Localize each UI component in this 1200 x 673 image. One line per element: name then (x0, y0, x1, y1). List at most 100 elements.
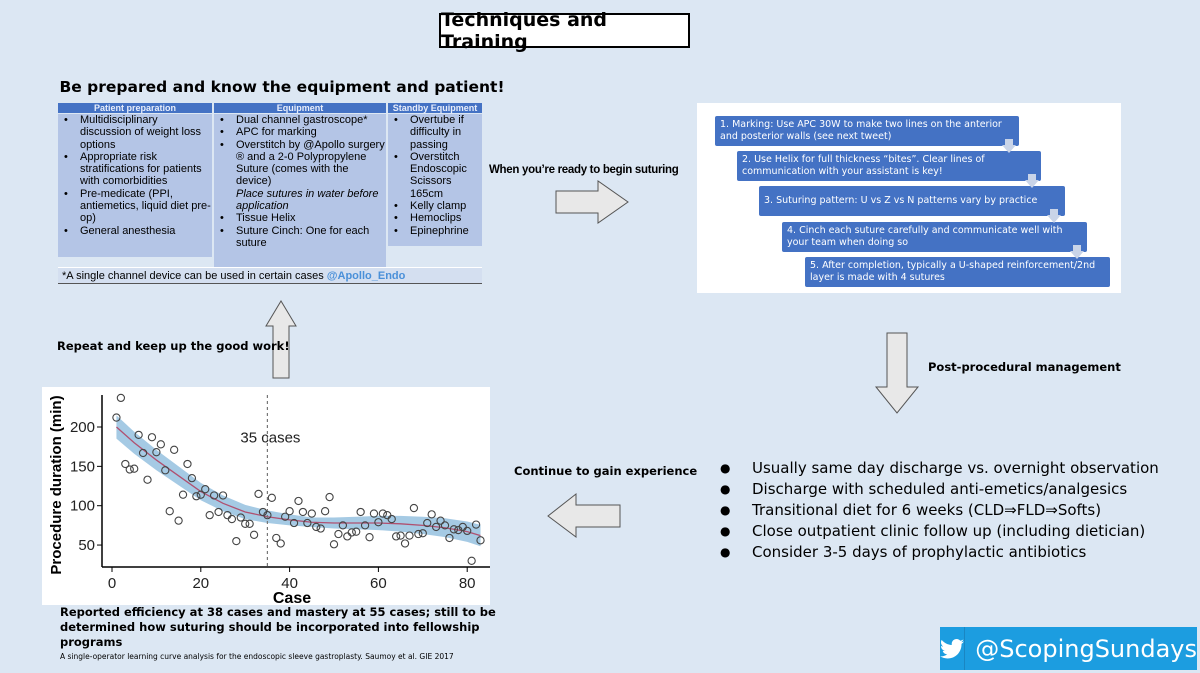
list-item: Kelly clamp (388, 200, 482, 213)
suturing-steps: 1. Marking: Use APC 30W to make two line… (697, 103, 1121, 293)
twitter-banner[interactable]: @ScopingSundays (940, 627, 1197, 670)
step-arrow-icon (1002, 139, 1016, 153)
data-point (147, 433, 157, 442)
data-point (374, 518, 383, 527)
data-point (427, 510, 436, 519)
data-point (467, 556, 476, 565)
data-point (285, 507, 294, 516)
list-item: Tissue Helix (214, 212, 386, 225)
data-point (130, 464, 139, 473)
data-point (423, 518, 432, 528)
list-item: Suture Cinch: One for each suture (214, 225, 386, 250)
data-point (369, 509, 379, 518)
y-tick-label: 150 (70, 458, 95, 475)
list-item: Transitional diet for 6 weeks (CLD⇒FLD⇒S… (720, 500, 1159, 521)
list-item: APC for marking (214, 126, 386, 139)
data-point (267, 493, 276, 502)
data-point (138, 448, 148, 458)
data-point (272, 533, 281, 543)
col-equipment: Dual channel gastroscope* APC for markin… (214, 114, 386, 267)
equipment-note: Place sutures in water before applicatio… (236, 187, 379, 213)
data-point (409, 503, 419, 513)
data-point (232, 536, 241, 546)
slide-title: Techniques and Training (439, 9, 690, 53)
data-point (276, 539, 285, 548)
data-point (281, 512, 290, 521)
step-3: 3. Suturing pattern: U vs Z vs N pattern… (759, 186, 1065, 216)
arrow-left-icon (547, 492, 621, 538)
data-point (152, 448, 161, 457)
list-item: General anesthesia (58, 225, 212, 238)
data-point (431, 522, 441, 532)
arrow-right-icon (555, 180, 629, 224)
post-procedure-list: Usually same day discharge vs. overnight… (720, 458, 1159, 563)
data-point (316, 524, 325, 533)
data-point (196, 490, 205, 499)
step-1: 1. Marking: Use APC 30W to make two line… (715, 116, 1019, 146)
data-point (241, 519, 250, 528)
twitter-bird-icon (940, 627, 966, 670)
list-item: Consider 3-5 days of prophylactic antibi… (720, 542, 1159, 563)
data-point (116, 393, 126, 403)
citation: A single-operator learning curve analysi… (60, 652, 454, 661)
list-item: Hemoclips (388, 212, 482, 225)
data-point (463, 526, 472, 536)
step-5: 5. After completion, typically a U-shape… (805, 257, 1110, 287)
data-point (347, 528, 356, 537)
list-item: Pre-medicate (PPI, antiemetics, liquid d… (58, 188, 212, 225)
data-point (303, 518, 312, 528)
apollo-handle-link[interactable]: @Apollo_Endo (326, 270, 406, 282)
data-point (471, 520, 481, 529)
col-header-patient: Patient preparation (58, 103, 212, 113)
step-2: 2. Use Helix for full thickness “bites”.… (737, 151, 1041, 181)
data-point (325, 492, 334, 502)
data-point (121, 459, 130, 469)
list-item: Overtube if difficulty in passing (388, 114, 482, 151)
data-point (218, 491, 228, 500)
data-point (356, 507, 365, 517)
x-axis-label: Case (273, 590, 311, 605)
data-point (289, 518, 299, 528)
label-repeat: Repeat and keep up the good work! (57, 339, 290, 353)
data-point (209, 491, 219, 500)
col-header-standby: Standby Equipment (388, 103, 482, 113)
col-header-equipment: Equipment (214, 103, 386, 113)
data-point (307, 509, 316, 518)
x-tick-label: 60 (370, 575, 387, 592)
label-to-suturing: When you’re ready to begin suturing (489, 164, 679, 176)
data-point (387, 514, 396, 524)
data-point (360, 521, 370, 530)
list-item: Overstitch by @Apollo surgery ® and a 2-… (214, 139, 386, 213)
data-point (134, 430, 143, 440)
data-point (352, 527, 361, 536)
data-point (161, 466, 170, 475)
col-patient: Multidisciplinary discussion of weight l… (58, 114, 212, 257)
data-point (143, 475, 152, 484)
x-tick-label: 40 (281, 575, 298, 592)
data-point (440, 521, 450, 530)
data-point (320, 507, 330, 516)
x-tick-label: 80 (459, 575, 476, 592)
data-point (449, 525, 459, 534)
data-point (170, 445, 179, 454)
data-point (378, 509, 387, 518)
list-item: Discharge with scheduled anti-emetics/an… (720, 479, 1159, 500)
data-point (329, 540, 339, 549)
data-point (178, 490, 188, 499)
data-point (392, 532, 401, 541)
data-point (298, 507, 308, 517)
col-standby: Overtube if difficulty in passing Overst… (388, 114, 482, 246)
label-post: Post-procedural management (928, 360, 1121, 374)
step-arrow-icon (1025, 174, 1039, 188)
arrow-up-icon (265, 300, 297, 379)
equipment-table: Patient preparation Equipment Standby Eq… (58, 103, 482, 284)
item-text: Overstitch by @Apollo surgery ® and a 2-… (236, 138, 385, 188)
data-point (254, 489, 263, 499)
data-point (343, 532, 352, 541)
data-point (165, 507, 174, 516)
list-item: Appropriate risk stratifications for pat… (58, 151, 212, 188)
x-tick-label: 20 (192, 575, 209, 592)
